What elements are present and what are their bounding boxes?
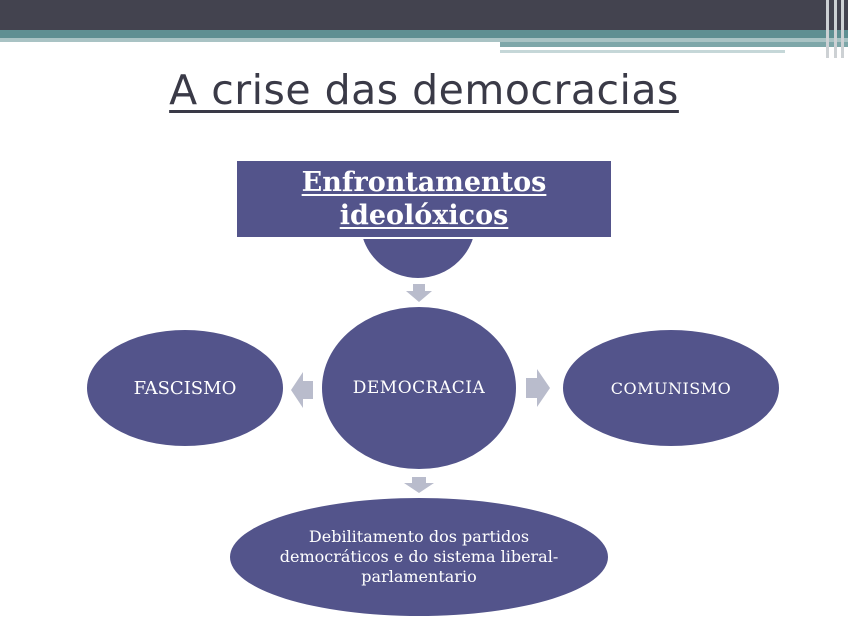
arrow-down-icon [406, 284, 432, 302]
ideological-conflicts-box: Enfrontamentos ideolóxicos [235, 159, 613, 239]
democracy-node: DEMOCRACIA [320, 305, 518, 471]
arrow-left-icon [291, 372, 313, 408]
communism-node: COMUNISMO [561, 328, 781, 448]
header-accent-stripe-thin [500, 50, 785, 53]
weakening-node: Debilitamento dos partidos democráticos … [228, 496, 610, 618]
slide-title: A crise das democracias [169, 66, 679, 114]
header-edge-line [841, 0, 844, 58]
header-stripe-light [0, 38, 848, 42]
header-edge-line [826, 0, 829, 58]
header-stripe [0, 30, 848, 38]
header-bar [0, 0, 848, 30]
arrow-down-icon [404, 477, 434, 493]
header-accent-stripe [500, 42, 848, 47]
fascism-node: FASCISMO [85, 328, 285, 448]
arrow-right-icon [526, 369, 550, 407]
header-edge-line [834, 0, 837, 58]
